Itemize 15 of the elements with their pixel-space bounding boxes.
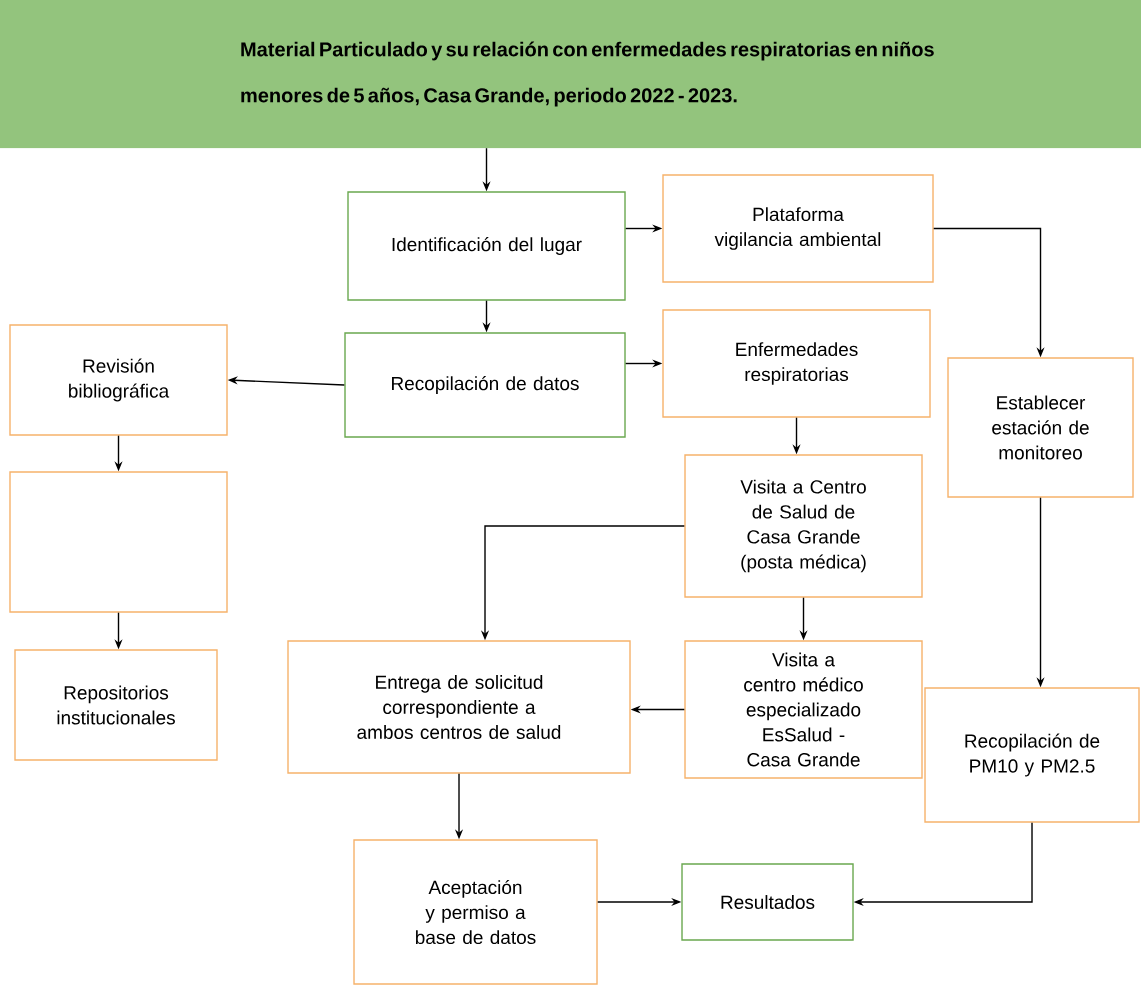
process-box: Plataforma vigilancia ambiental bbox=[662, 174, 934, 283]
process-box: Recopilación de PM10 y PM2.5 bbox=[924, 687, 1140, 823]
process-box: Revisión bibliográfica bbox=[9, 324, 228, 436]
process-box: Establecer estación de monitoreo bbox=[947, 357, 1134, 498]
process-box: Repositorios institucionales bbox=[14, 649, 218, 761]
process-box: Visita a centro médico especializado EsSalud - Casa Grande bbox=[684, 640, 923, 779]
process-box: Enfermedades respiratorias bbox=[662, 309, 931, 418]
result-box: Resultados bbox=[681, 863, 854, 941]
process-box: Aceptación y permiso a base de datos bbox=[353, 839, 598, 985]
process-box: Recopilación de datos bbox=[344, 332, 626, 438]
process-box: Identificación del lugar bbox=[347, 191, 626, 301]
title-band: Material Particulado y su relación con enfermedades respiratorias en niños menores de 5 años, Casa Grande, periodo 2022 - 2023. bbox=[0, 0, 1141, 149]
process-box bbox=[9, 471, 228, 613]
process-box: Entrega de solicitud correspondiente a ambos centros de salud bbox=[287, 640, 631, 774]
process-box: Visita a Centro de Salud de Casa Grande (posta médica) bbox=[684, 454, 923, 598]
